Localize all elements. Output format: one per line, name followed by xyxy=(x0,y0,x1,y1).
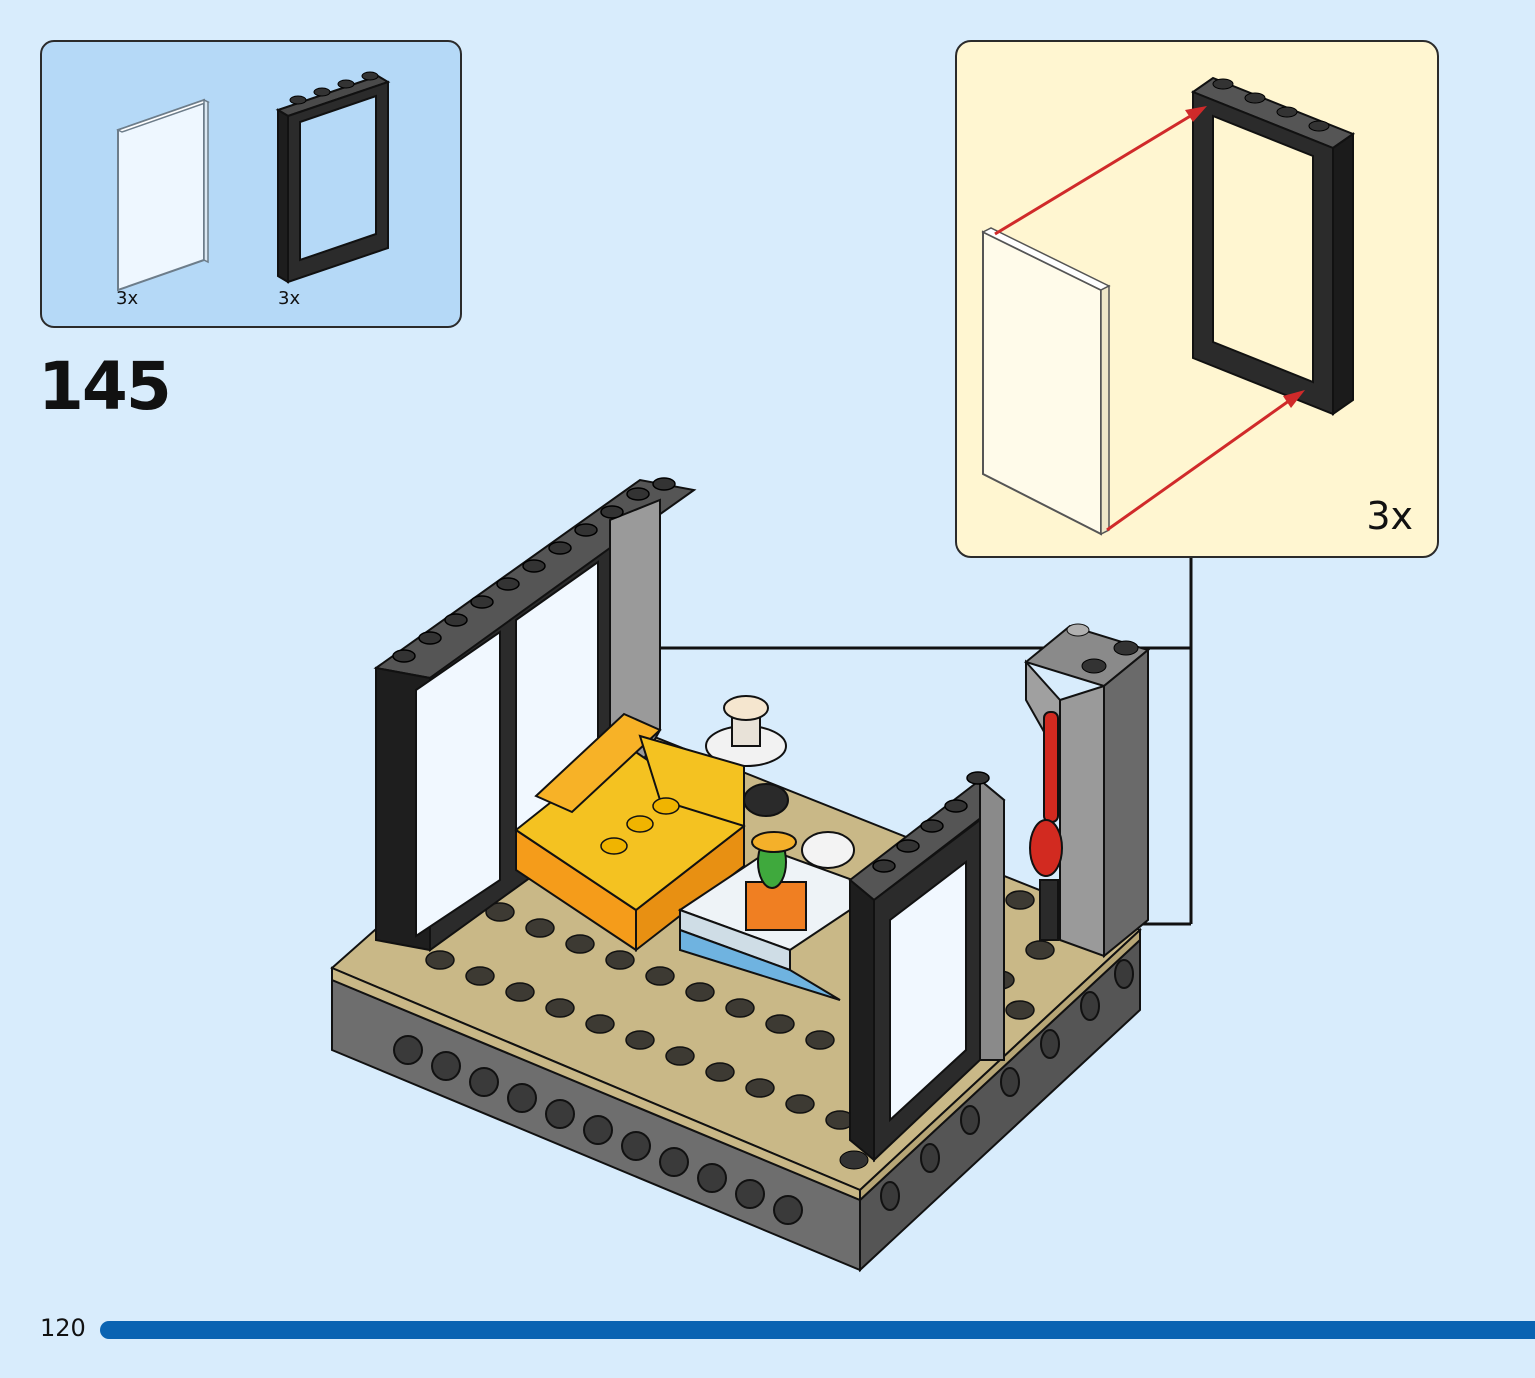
callout-repeat-count: 3x xyxy=(1366,494,1413,538)
main-assembly-illustration xyxy=(330,477,1193,1273)
insertion-arrows xyxy=(994,106,1305,532)
glass-pane-quantity: 3x xyxy=(116,288,139,309)
step-number: 145 xyxy=(38,348,172,425)
page-number: 120 xyxy=(40,1314,86,1342)
right-window-frame xyxy=(839,771,1006,1170)
progress-bar xyxy=(100,1321,1535,1339)
parts-list-box: 3x 3x xyxy=(40,40,462,328)
corner-pillar xyxy=(1023,623,1151,959)
red-guitar xyxy=(1029,711,1063,941)
callout-glass-pane xyxy=(981,227,1111,536)
callout-box: 3x xyxy=(955,40,1439,558)
lamp xyxy=(705,695,789,817)
glass-pane-part xyxy=(116,98,210,292)
window-frame-part xyxy=(275,71,391,284)
callout-window-frame xyxy=(1190,76,1356,416)
parts-illustration xyxy=(116,71,391,292)
callout-illustration xyxy=(981,76,1356,536)
window-frame-quantity: 3x xyxy=(278,288,301,309)
coffee-table xyxy=(677,831,883,1001)
yellow-sofa xyxy=(514,712,746,953)
